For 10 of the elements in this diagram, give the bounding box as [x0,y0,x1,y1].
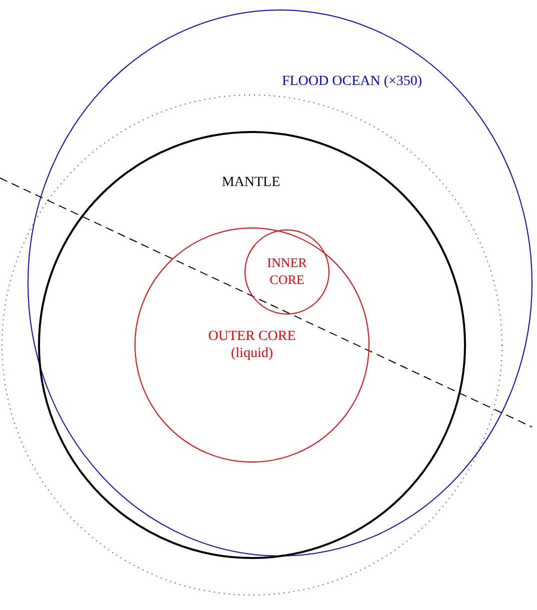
dotted-circle [2,95,502,595]
ocean-label: FLOOD OCEAN (×350) [282,73,422,90]
mantle-label: MANTLE [222,174,280,191]
note-text: (liquid) [230,345,274,362]
inner-core-label: INNER CORE [266,254,308,288]
mantle-circle [39,132,465,558]
inner-core-circle [245,230,329,314]
outer-core-label: OUTER CORE [208,328,296,345]
flood-ocean-ellipse [28,10,532,556]
outer-core-circle [135,228,369,462]
